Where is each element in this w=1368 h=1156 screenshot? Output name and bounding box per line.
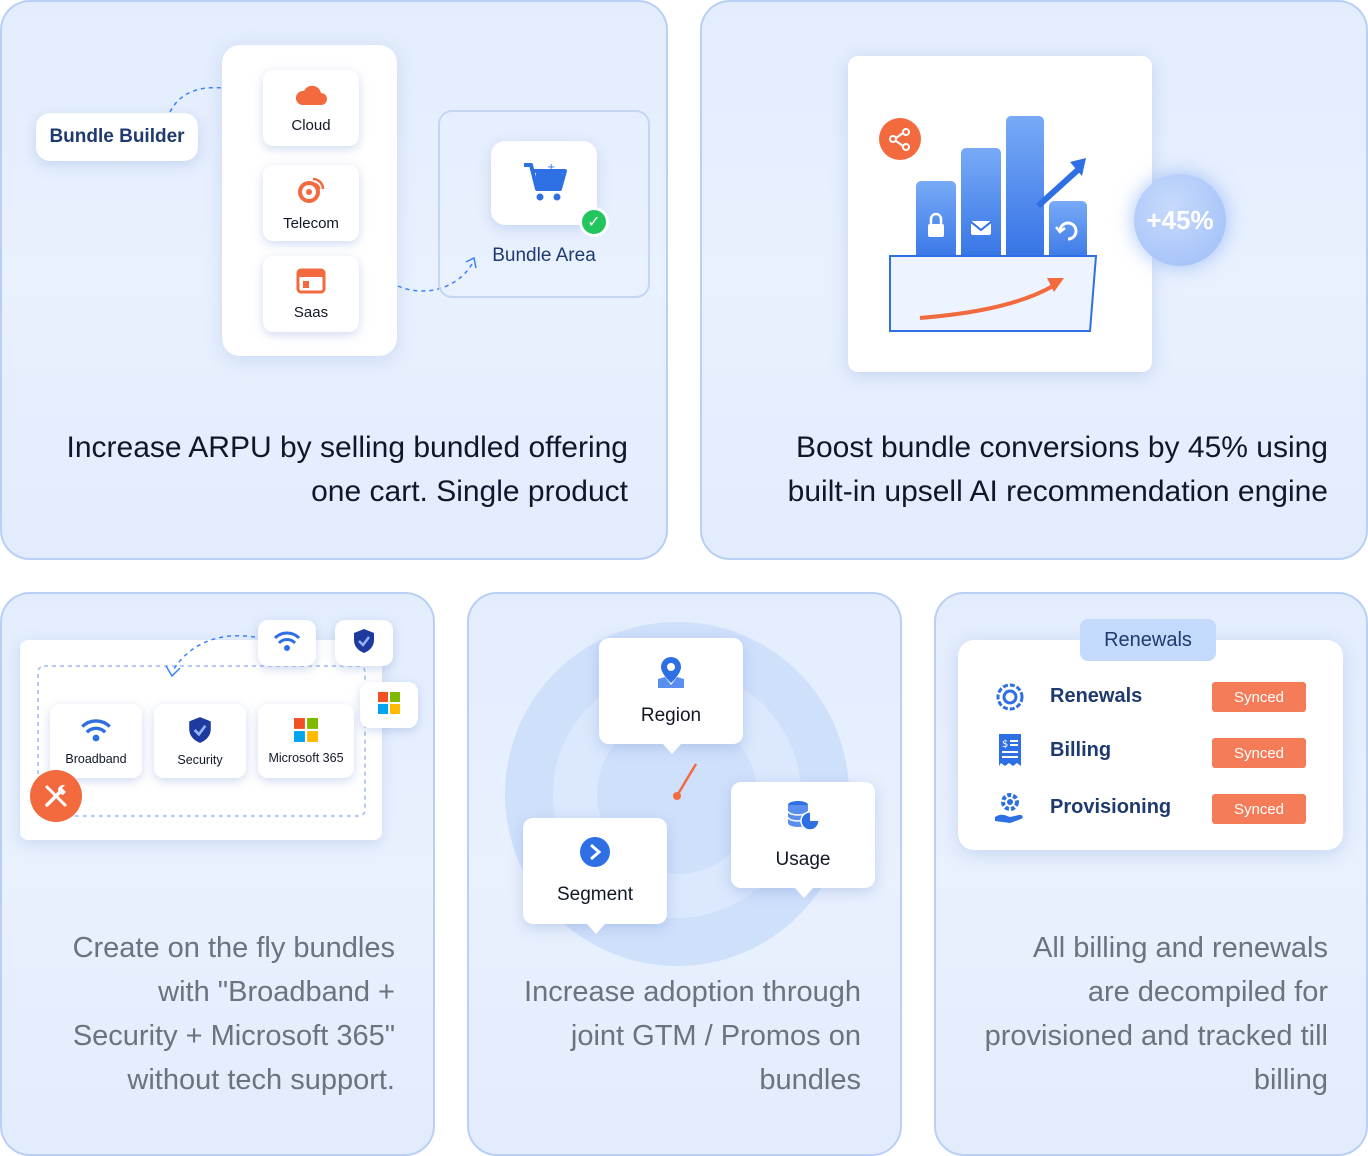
tile-cloud[interactable]: Cloud (263, 70, 359, 146)
text-line: with "Broadband + (158, 976, 395, 1008)
bundle-panel-dashes (37, 635, 366, 817)
text-line: Create on the fly bundles (72, 932, 395, 964)
cloud-icon (294, 83, 328, 111)
boost-badge: +45% (1134, 174, 1226, 266)
refresh-icon (1055, 221, 1078, 241)
bundle-item-label: Security (177, 752, 223, 767)
row-label-renewals: Renewals (1050, 685, 1143, 707)
wrench-icon (30, 770, 82, 822)
text-line: joint GTM / Promos on (570, 1020, 861, 1052)
windows-logo-icon (378, 691, 400, 719)
trend-arrow-icon (1035, 165, 1083, 209)
renewals-tab[interactable]: Renewals (1080, 619, 1216, 661)
headline-line: one cart. Single product (311, 475, 628, 508)
text-line: Security + Microsoft 365" (72, 1020, 395, 1052)
status-badge: Synced (1212, 682, 1306, 712)
bar (1006, 116, 1044, 271)
row-label-billing: Billing (1050, 739, 1112, 761)
tile-label: Saas (293, 303, 329, 321)
shield-icon (188, 716, 212, 747)
chevron-circle-icon (579, 836, 611, 874)
gear-icon (992, 679, 1028, 715)
bar (961, 148, 1001, 271)
tile-telecom[interactable]: Telecom (263, 165, 359, 241)
tile-saas[interactable]: Saas (263, 256, 359, 332)
svg-text:$: $ (1002, 739, 1008, 750)
cart-box: + (491, 141, 597, 225)
status-badge: Synced (1212, 738, 1306, 768)
bubble-region[interactable]: Region (599, 638, 743, 754)
bundle-item-microsoft-365[interactable]: Microsoft 365 (258, 704, 354, 778)
text-line: provisioned and tracked till (984, 1020, 1328, 1052)
status-badge: Synced (1212, 794, 1306, 824)
connector-lines (169, 86, 477, 292)
float-security[interactable] (335, 620, 393, 666)
bundle-area-label: Bundle Area (492, 245, 596, 266)
card5-text: All billing and renewals are decompiled … (962, 926, 1328, 1102)
location-pin-icon (655, 655, 687, 695)
text-line: All billing and renewals (1033, 932, 1328, 964)
bubble-label: Usage (775, 849, 831, 870)
bundle-item-broadband[interactable]: Broadband (50, 704, 142, 778)
tile-label: Cloud (291, 116, 331, 134)
card2-headline: Boost bundle conversions by 45% using bu… (730, 426, 1328, 514)
lock-icon (928, 212, 944, 237)
bundle-area-dropzone[interactable] (438, 110, 650, 298)
hand-gear-icon (992, 790, 1028, 826)
bundle-item-label: Broadband (65, 751, 127, 766)
card1-headline: Increase ARPU by selling bundled offerin… (30, 426, 628, 514)
needle-icon (673, 763, 698, 800)
bubble-label: Segment (556, 884, 634, 905)
wifi-icon (80, 717, 112, 746)
svg-text:+: + (547, 162, 555, 173)
headline-line: Increase ARPU by selling bundled offerin… (66, 431, 628, 464)
card3-text: Create on the fly bundles with "Broadban… (30, 926, 395, 1102)
text-line: billing (1253, 1064, 1328, 1096)
bundle-builder-pill[interactable]: Bundle Builder (36, 113, 198, 161)
headline-line: Boost bundle conversions by 45% using (795, 431, 1328, 464)
browser-window-icon (296, 268, 326, 298)
float-microsoft[interactable] (360, 682, 418, 728)
headline-line: built-in upsell AI recommendation engine (787, 475, 1328, 508)
bar (1049, 201, 1087, 271)
row-label-provisioning: Provisioning (1050, 796, 1172, 818)
cart-icon: + (520, 159, 568, 208)
database-pie-icon (785, 799, 821, 839)
windows-logo-icon (294, 717, 318, 745)
check-icon: ✓ (579, 207, 609, 237)
mail-icon (970, 221, 992, 235)
tile-label: Telecom (283, 214, 339, 232)
bundle-item-label: Microsoft 365 (268, 750, 344, 765)
text-line: without tech support. (127, 1064, 395, 1096)
share-icon (879, 118, 921, 160)
text-line: Increase adoption through (524, 976, 861, 1008)
growth-chart-graphic (879, 116, 1098, 332)
bubble-label: Region (640, 705, 702, 726)
wifi-icon (273, 630, 301, 657)
float-wifi[interactable] (258, 620, 316, 666)
text-line: are decompiled for (1087, 976, 1328, 1008)
bubble-segment[interactable]: Segment (523, 818, 667, 934)
invoice-icon: $ (992, 732, 1028, 768)
bundle-item-security[interactable]: Security (154, 704, 246, 778)
shield-icon (353, 628, 375, 659)
text-line: bundles (759, 1064, 861, 1096)
card4-text: Increase adoption through joint GTM / Pr… (495, 970, 861, 1102)
satellite-icon (296, 175, 326, 209)
bubble-usage[interactable]: Usage (731, 782, 875, 898)
